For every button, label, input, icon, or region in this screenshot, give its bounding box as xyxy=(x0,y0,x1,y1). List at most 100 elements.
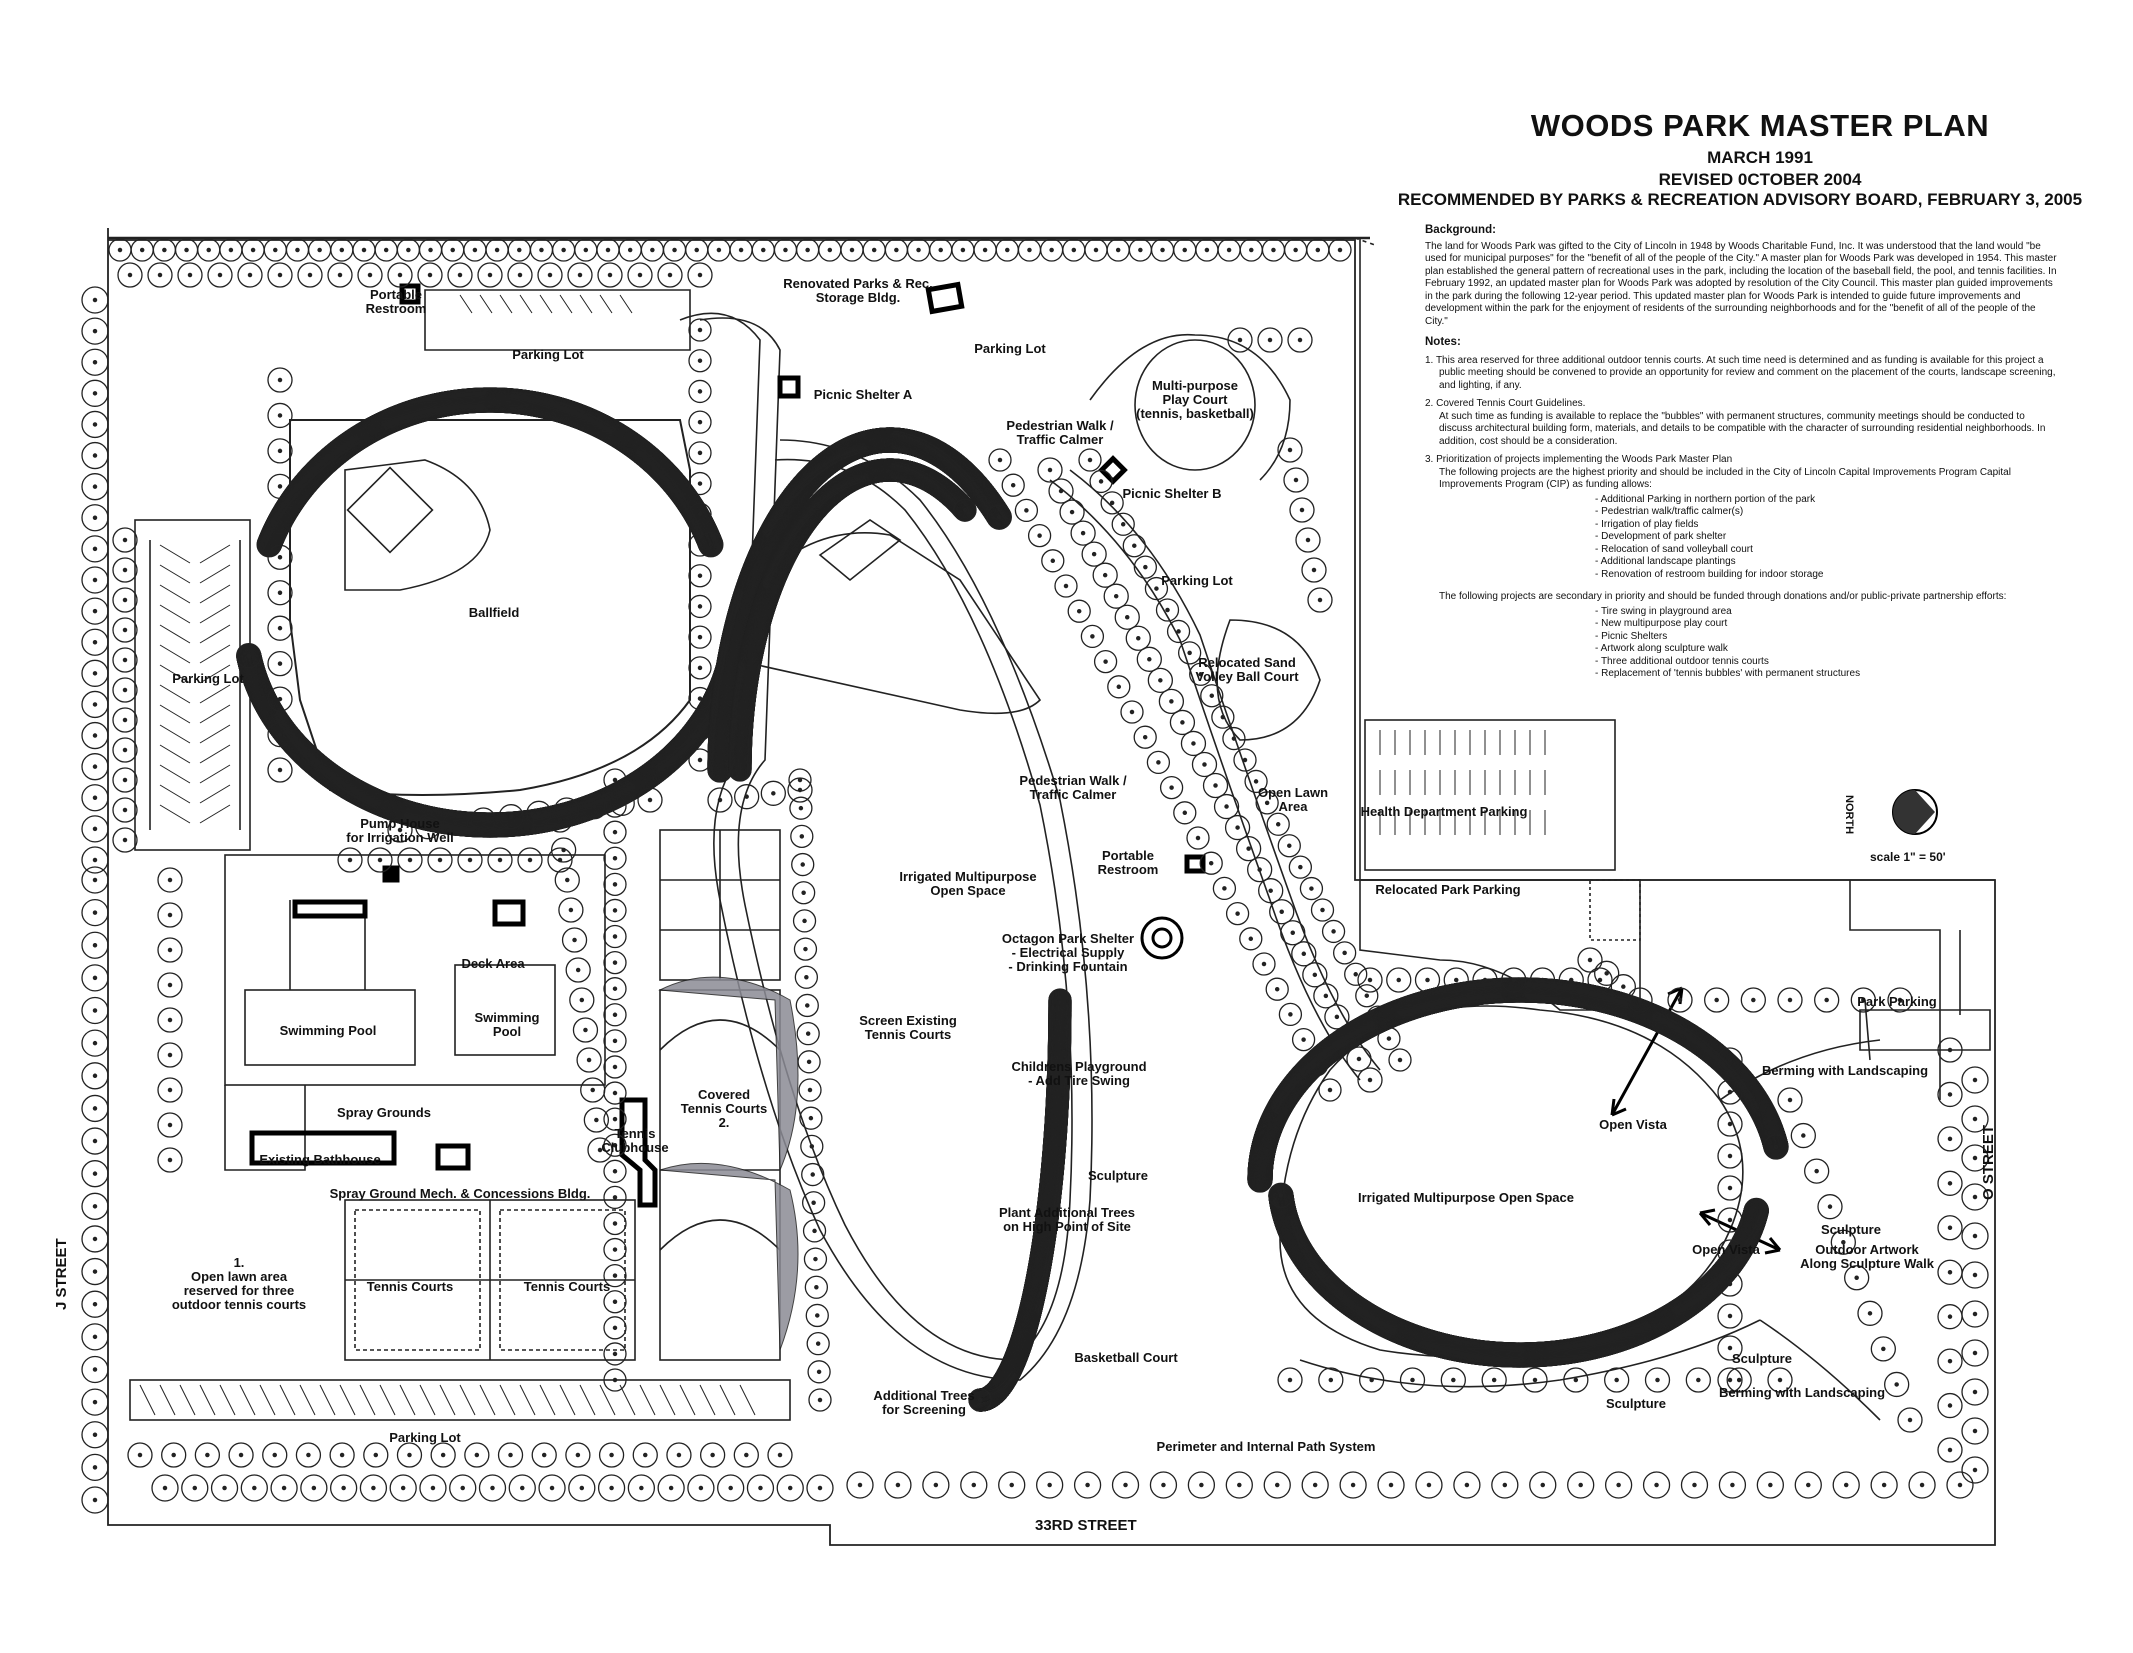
tree xyxy=(1604,1471,1633,1499)
tree xyxy=(81,1192,109,1220)
tree xyxy=(1377,1471,1405,1499)
tree xyxy=(81,1421,109,1449)
tree xyxy=(81,1062,109,1090)
tree xyxy=(295,1442,322,1468)
tree xyxy=(998,1471,1026,1499)
tree xyxy=(81,1257,109,1286)
tree xyxy=(699,1442,726,1468)
existing-bathhouse-bldg xyxy=(249,1130,397,1166)
tree xyxy=(81,996,109,1025)
swimming-pool-main xyxy=(244,989,416,1066)
tree xyxy=(567,262,593,288)
tree xyxy=(81,721,109,750)
tree xyxy=(112,527,138,553)
tennis-bubble-north xyxy=(658,976,799,1171)
tree xyxy=(632,1442,658,1468)
tree xyxy=(300,1474,328,1502)
tree xyxy=(81,441,109,470)
tree xyxy=(1937,1215,1963,1241)
tree xyxy=(1453,1471,1481,1499)
tree xyxy=(389,1474,417,1502)
tree xyxy=(81,504,109,532)
tree xyxy=(240,1474,268,1502)
tree xyxy=(507,262,533,288)
tree xyxy=(81,931,109,959)
tree xyxy=(922,1471,950,1499)
tree xyxy=(228,1442,254,1468)
octagon-shelter-symbol xyxy=(1140,916,1184,960)
tree xyxy=(81,1225,109,1253)
tree xyxy=(81,628,109,656)
portable-restroom-center-bldg xyxy=(1184,854,1206,874)
tree xyxy=(1946,1471,1974,1499)
tree xyxy=(1937,1126,1963,1152)
tree xyxy=(1491,1471,1519,1499)
multipurpose-court xyxy=(1134,339,1256,471)
tree xyxy=(1961,1456,1989,1484)
deck-bldg xyxy=(492,899,526,927)
tree xyxy=(598,1442,625,1468)
tree xyxy=(1263,1471,1291,1499)
tree xyxy=(81,1486,109,1514)
tree xyxy=(112,707,138,733)
tree xyxy=(597,1474,626,1502)
tree xyxy=(297,262,323,288)
tree xyxy=(81,1453,109,1482)
tree xyxy=(1961,1183,1989,1211)
tree xyxy=(1908,1471,1936,1499)
tree xyxy=(151,1474,179,1502)
pool-complex-outline xyxy=(224,854,606,1086)
north-parking-lot xyxy=(424,289,691,351)
tree xyxy=(270,1474,298,1502)
tree xyxy=(1187,1471,1216,1499)
tree xyxy=(1961,1066,1989,1094)
swimming-pool-small xyxy=(454,964,556,1056)
tree xyxy=(387,262,413,288)
tree xyxy=(1961,1417,1989,1445)
tree xyxy=(147,262,173,288)
tree xyxy=(657,262,683,288)
tree xyxy=(1111,1471,1140,1499)
tree xyxy=(81,410,109,439)
tree xyxy=(1567,1471,1595,1499)
tree xyxy=(627,262,653,288)
tree xyxy=(112,647,138,673)
concession-bldg xyxy=(435,1143,471,1171)
tree xyxy=(1529,1471,1557,1499)
tree xyxy=(1301,1471,1329,1499)
tree xyxy=(81,898,109,927)
renovated-storage-bldg xyxy=(925,281,965,315)
tree xyxy=(81,846,109,874)
tennis-clubhouse-bldg xyxy=(619,1097,658,1208)
tree xyxy=(161,1442,187,1468)
tree xyxy=(81,815,109,843)
tree xyxy=(1036,1471,1064,1499)
tree xyxy=(464,1442,490,1468)
tree-symbols xyxy=(81,238,1989,1514)
tree xyxy=(81,566,109,594)
tree xyxy=(81,1029,109,1057)
tree xyxy=(1937,1081,1963,1108)
tree xyxy=(81,1094,109,1123)
tree xyxy=(81,473,109,501)
tree xyxy=(112,767,138,793)
tree xyxy=(1339,1471,1367,1499)
tree xyxy=(568,1474,596,1502)
tree xyxy=(237,262,263,288)
tree xyxy=(1225,1471,1253,1499)
tree xyxy=(1870,1471,1898,1499)
health-dept-parking xyxy=(1364,719,1616,871)
tree xyxy=(806,1474,834,1502)
tree xyxy=(1149,1471,1178,1499)
tree xyxy=(81,964,109,992)
tree xyxy=(538,1474,566,1502)
tree xyxy=(531,1442,557,1468)
tree xyxy=(207,262,233,288)
tree xyxy=(478,1474,507,1502)
south-parking-lot xyxy=(129,1379,791,1421)
tree xyxy=(1832,1471,1860,1499)
tree xyxy=(81,1323,109,1351)
tree xyxy=(687,1474,715,1502)
tree xyxy=(262,1442,288,1468)
